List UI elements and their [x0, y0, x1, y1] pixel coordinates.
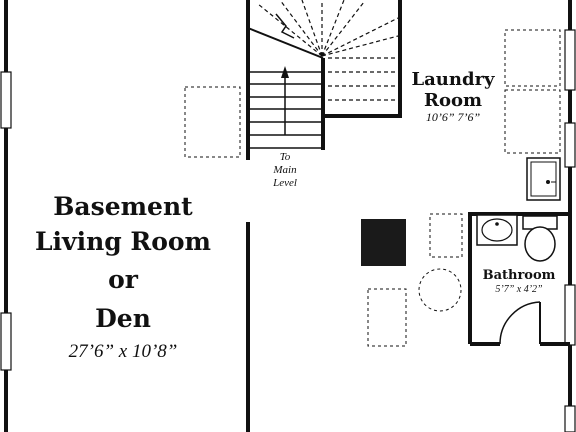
laundry-sink — [526, 157, 561, 201]
laundry-room-name-line-2: Room — [424, 90, 482, 111]
window-right-bottom — [564, 405, 576, 432]
stairwell — [246, 0, 402, 160]
chair-outline — [429, 213, 463, 258]
living-room-name-line-4: Den — [95, 304, 151, 333]
stair-winders — [257, 0, 399, 101]
stairs-label: To Main Level — [272, 151, 297, 189]
cabinet-outline — [184, 86, 241, 158]
round-table-outline — [418, 268, 462, 312]
living-room-name-line-3: or — [108, 265, 139, 294]
windows — [0, 29, 576, 432]
bathroom — [468, 212, 570, 346]
bathroom-walls — [468, 212, 570, 344]
stair-arrowhead-icon — [281, 66, 289, 78]
stair-upper-enclosure — [323, 0, 402, 118]
laundry-room-label: Laundry Room 10’6” 7’6” — [411, 69, 495, 124]
stair-landing-edge — [247, 27, 324, 59]
window-right-lower — [564, 284, 576, 346]
stairs-label-line-1: To — [280, 151, 291, 163]
bathroom-label: Bathroom 5’7” x 4’2” — [483, 268, 556, 295]
stairs-label-line-3: Level — [272, 177, 297, 189]
bathroom-door — [499, 301, 541, 345]
window-left-upper — [0, 71, 12, 129]
laundry-room-dimensions: 10’6” 7’6” — [426, 110, 481, 124]
laundry-room-name-line-1: Laundry — [411, 69, 495, 90]
washer-outline — [504, 29, 561, 87]
living-room-label: Basement Living Room or Den 27’6” x 10’8… — [35, 192, 211, 362]
living-room-dimensions: 27’6” x 10’8” — [69, 341, 178, 362]
stairs-label-line-2: Main — [272, 164, 297, 176]
bench-outline — [367, 288, 407, 347]
toilet-icon — [522, 215, 558, 262]
window-right-upper — [564, 29, 576, 91]
bathroom-sink-icon — [476, 214, 518, 246]
window-left-lower — [0, 312, 12, 371]
bathroom-name: Bathroom — [483, 268, 556, 283]
stair-break-line — [275, 13, 295, 39]
living-room-name-line-2: Living Room — [35, 227, 211, 256]
bathroom-dimensions: 5’7” x 4’2” — [495, 284, 543, 295]
dryer-outline — [504, 89, 561, 154]
furniture-outlines — [184, 29, 561, 347]
window-right-mid — [564, 122, 576, 168]
living-room-name-line-1: Basement — [53, 192, 193, 221]
support-column — [361, 219, 406, 266]
